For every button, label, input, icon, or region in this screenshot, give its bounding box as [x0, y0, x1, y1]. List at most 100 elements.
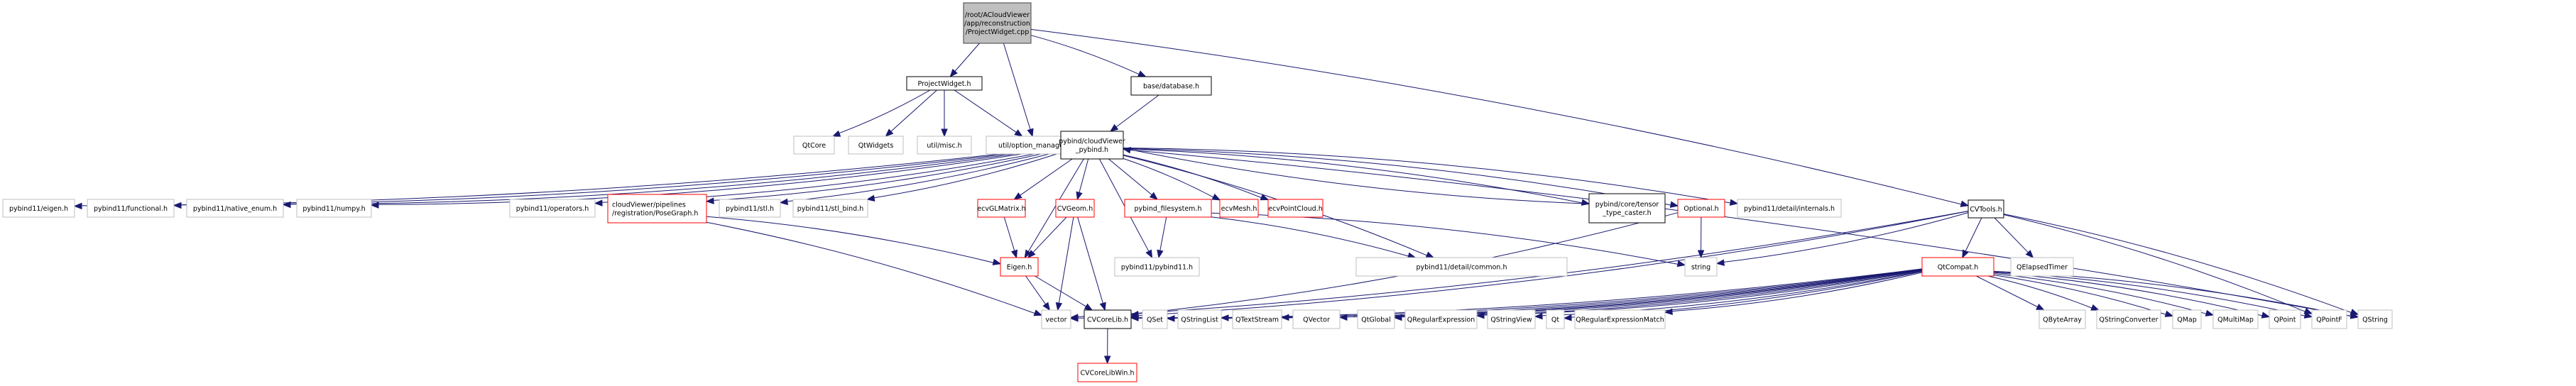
node-qpointf[interactable]: QPointF	[2311, 309, 2347, 329]
node-cvcorelib-h[interactable]: CVCoreLib.h	[1084, 309, 1132, 329]
node-box[interactable]	[1055, 199, 1095, 218]
node-box[interactable]	[1130, 76, 1212, 96]
node-box[interactable]	[1357, 309, 1395, 329]
node-box[interactable]	[1677, 199, 1725, 218]
node-qbytearray[interactable]: QByteArray	[2039, 309, 2086, 329]
node-box[interactable]	[2269, 309, 2301, 329]
node-box[interactable]	[2039, 309, 2086, 329]
node-box[interactable]	[296, 199, 372, 218]
node-box[interactable]	[2357, 309, 2393, 329]
node-box[interactable]	[1921, 257, 1994, 277]
node-qpoint[interactable]: QPoint	[2269, 309, 2301, 329]
node-qmultimap[interactable]: QMultiMap	[2212, 309, 2259, 329]
node-box[interactable]	[2172, 309, 2202, 329]
node-pb-functional[interactable]: pybind11/functional.h	[87, 199, 175, 218]
node-pybind-filesystem-h[interactable]: pybind_filesystem.h	[1124, 199, 1212, 218]
node-box[interactable]	[848, 136, 904, 155]
node-box[interactable]	[87, 199, 175, 218]
node-box[interactable]	[1177, 309, 1222, 329]
node-pb-pybind11[interactable]: pybind11/pybind11.h	[1114, 257, 1200, 277]
node-pb-eigen[interactable]: pybind11/eigen.h	[2, 199, 75, 218]
node-box[interactable]	[1546, 309, 1565, 329]
node-box[interactable]	[1355, 257, 1568, 277]
node-box[interactable]	[1114, 257, 1200, 277]
node-box[interactable]	[1968, 199, 2004, 219]
node-qtcore[interactable]: QtCore	[793, 136, 835, 155]
node-box[interactable]	[2311, 309, 2347, 329]
node-string[interactable]: string	[1684, 257, 1718, 277]
node-cvtools-h[interactable]: CVTools.h	[1968, 199, 2004, 219]
node-box[interactable]	[906, 76, 983, 91]
node-box[interactable]	[793, 136, 835, 155]
node-box[interactable]	[1232, 309, 1282, 329]
node-pb-operators[interactable]: pybind11/operators.h	[509, 199, 596, 218]
node-box[interactable]	[1292, 309, 1341, 329]
node-tensor-caster-h[interactable]: pybind/core/tensor_type_caster.h	[1588, 193, 1666, 224]
node-pb-stl-bind[interactable]: pybind11/stl_bind.h	[792, 199, 868, 218]
node-qregularexpression[interactable]: QRegularExpression	[1404, 309, 1478, 329]
node-box[interactable]	[1737, 199, 1842, 218]
node-qvector[interactable]: QVector	[1292, 309, 1341, 329]
node-box[interactable]	[607, 194, 707, 224]
node-box[interactable]	[963, 2, 1032, 44]
node-box[interactable]	[917, 136, 972, 155]
node-qregexpmatch[interactable]: QRegularExpressionMatch	[1574, 309, 1666, 329]
node-projectwidget-h[interactable]: ProjectWidget.h	[906, 76, 983, 91]
node-box[interactable]	[1000, 257, 1039, 277]
node-box[interactable]	[2, 199, 75, 218]
node-box[interactable]	[977, 199, 1026, 218]
node-box[interactable]	[1487, 309, 1536, 329]
node-eigen-h[interactable]: Eigen.h	[1000, 257, 1039, 277]
node-box[interactable]	[1588, 193, 1666, 224]
node-box[interactable]	[1077, 363, 1137, 382]
node-pb-numpy[interactable]: pybind11/numpy.h	[296, 199, 372, 218]
node-optional-h[interactable]: Optional.h	[1677, 199, 1725, 218]
node-qtcompat-h[interactable]: QtCompat.h	[1921, 257, 1994, 277]
node-pb-common[interactable]: pybind11/detail/common.h	[1355, 257, 1568, 277]
node-database-h[interactable]: base/database.h	[1130, 76, 1212, 96]
node-box[interactable]	[2010, 257, 2074, 277]
node-box[interactable]	[792, 199, 868, 218]
edge-cvtools_h-to-qpointf	[2003, 214, 2305, 312]
node-box[interactable]	[186, 199, 284, 218]
node-pb-internals[interactable]: pybind11/detail/internals.h	[1737, 199, 1842, 218]
node-box[interactable]	[1404, 309, 1478, 329]
node-qt[interactable]: Qt	[1546, 309, 1565, 329]
node-qtwidgets[interactable]: QtWidgets	[848, 136, 904, 155]
node-box[interactable]	[509, 199, 596, 218]
node-box[interactable]	[1041, 309, 1071, 329]
node-box[interactable]	[1267, 199, 1324, 218]
node-pb-native-enum[interactable]: pybind11/native_enum.h	[186, 199, 284, 218]
node-box[interactable]	[1219, 199, 1259, 218]
node-ecvglmatrix-h[interactable]: ecvGLMatrix.h	[977, 199, 1026, 218]
node-misc-h[interactable]: util/misc.h	[917, 136, 972, 155]
node-qmap[interactable]: QMap	[2172, 309, 2202, 329]
node-qelapsedtimer[interactable]: QElapsedTimer	[2010, 257, 2074, 277]
node-box[interactable]	[1684, 257, 1718, 277]
node-qset[interactable]: QSet	[1142, 309, 1168, 329]
node-box[interactable]	[2212, 309, 2259, 329]
node-cvcorelibwin-h[interactable]: CVCoreLibWin.h	[1077, 363, 1137, 382]
node-qtextstream[interactable]: QTextStream	[1232, 309, 1282, 329]
node-ecvmesh-h[interactable]: ecvMesh.h	[1219, 199, 1259, 218]
node-cv-pybind-h[interactable]: pybind/cloudViewer_pybind.h	[1059, 131, 1125, 160]
node-box[interactable]	[1124, 199, 1212, 218]
node-vector[interactable]: vector	[1041, 309, 1071, 329]
node-box[interactable]	[1142, 309, 1168, 329]
node-box[interactable]	[1060, 131, 1124, 160]
node-qstringview[interactable]: QStringView	[1487, 309, 1536, 329]
node-cvgeom-h[interactable]: CVGeom.h	[1055, 199, 1095, 218]
node-box[interactable]	[1574, 309, 1666, 329]
node-box[interactable]	[1084, 309, 1132, 329]
node-qstringlist[interactable]: QStringList	[1177, 309, 1222, 329]
node-qtglobal[interactable]: QtGlobal	[1357, 309, 1395, 329]
node-ecvpointcloud-h[interactable]: ecvPointCloud.h	[1267, 199, 1324, 218]
node-root[interactable]: /root/ACloudViewer/app/reconstruction/Pr…	[963, 2, 1032, 44]
node-posegraph-h[interactable]: cloudViewer/pipelines/registration/PoseG…	[607, 194, 707, 224]
node-pb-stl[interactable]: pybind11/stl.h	[719, 199, 781, 218]
node-qstringconverter[interactable]: QStringConverter	[2096, 309, 2161, 329]
node-box[interactable]	[719, 199, 781, 218]
node-qstring[interactable]: QString	[2357, 309, 2393, 329]
node-box[interactable]	[2096, 309, 2161, 329]
node-label: ecvPointCloud.h	[1268, 205, 1322, 213]
